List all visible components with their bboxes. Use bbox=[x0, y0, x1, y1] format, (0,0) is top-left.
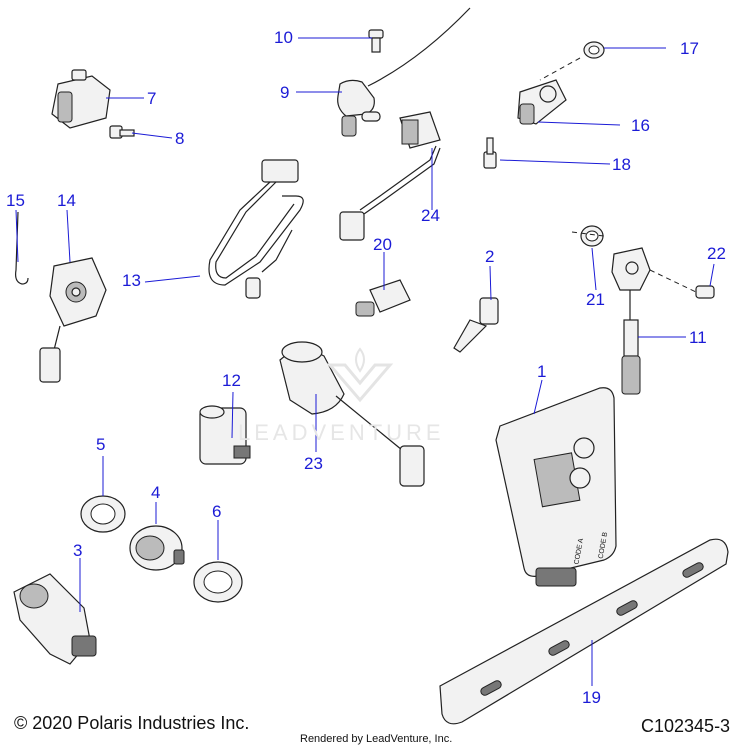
callout-6: 6 bbox=[212, 502, 222, 521]
callout-14: 14 bbox=[57, 191, 76, 210]
callout-2: 2 bbox=[485, 247, 495, 266]
part-16-sensor bbox=[517, 79, 567, 125]
callout-8: 8 bbox=[175, 129, 185, 148]
callout-23: 23 bbox=[304, 454, 323, 473]
callout-13: 13 bbox=[122, 271, 141, 290]
part-1-ecu bbox=[495, 387, 617, 587]
callout-12: 12 bbox=[222, 371, 241, 390]
callout-11: 11 bbox=[689, 328, 707, 347]
callout-21: 21 bbox=[586, 290, 605, 309]
part-11-sensor bbox=[611, 247, 651, 395]
watermark-text: LEADVENTURE bbox=[238, 420, 445, 445]
diagram-id: C102345-3 bbox=[641, 716, 731, 736]
part-13-harness bbox=[208, 159, 304, 299]
callout-10: 10 bbox=[274, 28, 293, 47]
part-21-oring bbox=[571, 225, 605, 247]
part-8-bolt bbox=[109, 125, 135, 139]
part-10-bolt bbox=[368, 29, 384, 53]
callout-4: 4 bbox=[151, 483, 161, 502]
copyright-text: © 2020 Polaris Industries Inc. bbox=[14, 713, 250, 733]
part-24-sensor bbox=[339, 111, 441, 241]
part-17-oring bbox=[539, 41, 605, 81]
callout-9: 9 bbox=[280, 83, 290, 102]
callout-16: 16 bbox=[631, 116, 650, 135]
part-4-connector bbox=[129, 525, 185, 571]
part-14-tps bbox=[39, 257, 107, 383]
part-22-bolt bbox=[649, 269, 715, 299]
part-5-clamp bbox=[80, 495, 126, 533]
callout-15: 15 bbox=[6, 191, 25, 210]
part-20-sensor bbox=[355, 279, 411, 317]
part-18-bolt bbox=[483, 137, 497, 169]
callout-22: 22 bbox=[707, 244, 726, 263]
leader-lines bbox=[15, 37, 715, 686]
part-23-sender bbox=[279, 341, 425, 487]
callout-3: 3 bbox=[73, 541, 83, 560]
callout-1: 1 bbox=[537, 362, 547, 381]
part-19-bracket bbox=[439, 538, 729, 725]
part-2-sensor bbox=[453, 297, 499, 353]
callout-5: 5 bbox=[96, 435, 106, 454]
callout-18: 18 bbox=[612, 155, 631, 174]
callout-17: 17 bbox=[680, 39, 699, 58]
callout-24: 24 bbox=[421, 206, 440, 225]
callout-19: 19 bbox=[582, 688, 601, 707]
part-9-sensor bbox=[337, 7, 471, 137]
rendered-by-text: Rendered by LeadVenture, Inc. bbox=[300, 733, 453, 745]
part-7-map-sensor bbox=[51, 69, 111, 129]
part-12-relay bbox=[199, 405, 251, 465]
part-15-clip bbox=[15, 211, 29, 285]
callout-20: 20 bbox=[373, 235, 392, 254]
watermark-logo bbox=[326, 347, 394, 403]
part-3-switch bbox=[13, 573, 97, 665]
part-6-nut bbox=[193, 561, 243, 603]
callout-7: 7 bbox=[147, 89, 157, 108]
